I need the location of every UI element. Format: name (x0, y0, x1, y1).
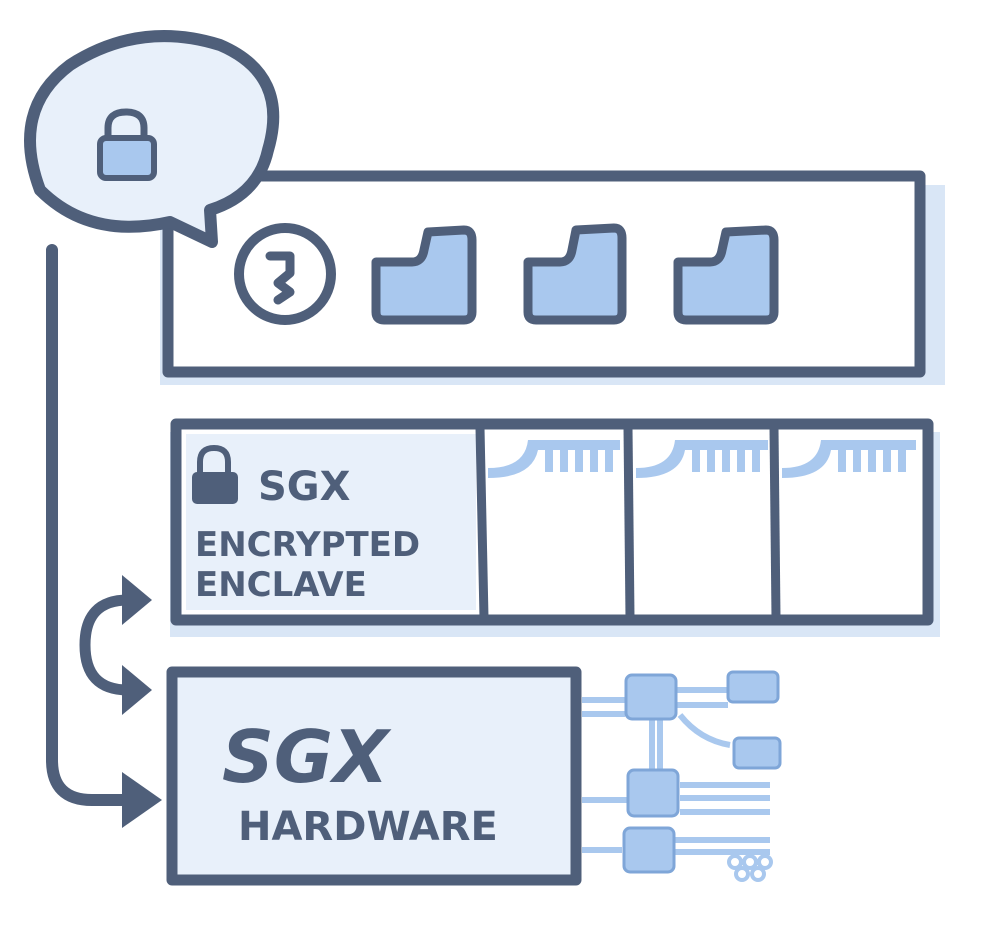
arrow-icon (122, 575, 152, 625)
arrow-icon (122, 665, 152, 715)
enclave-sgx-label: SGX (258, 464, 351, 510)
folder-icon (523, 223, 627, 325)
enclave-label-area (186, 434, 476, 610)
memory-chip-icon (488, 440, 620, 478)
hardware-panel (166, 666, 582, 886)
arrow-icon (122, 772, 162, 828)
hardware-subtitle: HARDWARE (238, 804, 498, 850)
lock-icon (192, 444, 238, 504)
lock-icon (97, 108, 157, 181)
slot-divider (623, 427, 635, 619)
chip-icon (622, 670, 782, 874)
circuit-icon (727, 854, 773, 882)
memory-chip-icon (782, 440, 916, 478)
slot-divider (769, 427, 781, 619)
enclave-line2: ENCLAVE (195, 565, 367, 605)
slot-divider (475, 427, 489, 619)
connector-line (46, 244, 131, 806)
folder-icon (673, 225, 779, 325)
hardware-title: SGX (222, 715, 392, 799)
memory-chip-icon (636, 440, 768, 478)
speech-bubble-lock-icon (24, 30, 280, 248)
enclave-line1: ENCRYPTED (195, 525, 420, 565)
connector-curve (79, 594, 134, 696)
folder-icon (371, 225, 477, 325)
circuit-icon (582, 687, 770, 855)
key-icon (234, 223, 336, 325)
